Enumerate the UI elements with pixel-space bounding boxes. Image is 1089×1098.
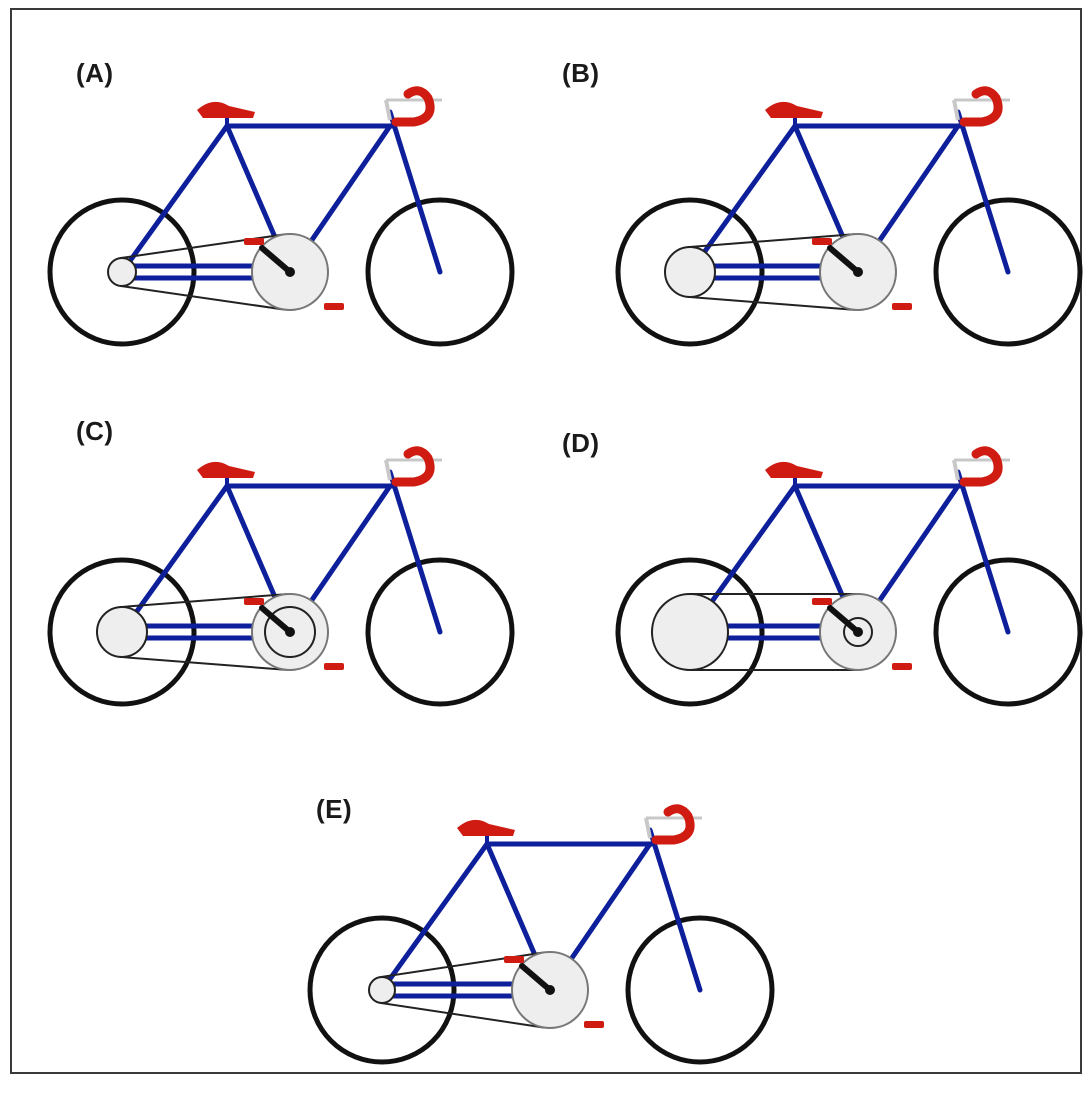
frame-fork bbox=[387, 109, 443, 275]
crank-hub bbox=[853, 627, 863, 637]
inner-chainring bbox=[264, 606, 316, 658]
bicycle-c-drawing bbox=[47, 446, 515, 707]
frame-fork bbox=[387, 469, 443, 635]
pedal-lower bbox=[324, 303, 344, 310]
handlebar-stem bbox=[384, 99, 392, 121]
chain-lower bbox=[687, 233, 856, 249]
crank-hub bbox=[545, 985, 555, 995]
front-wheel bbox=[365, 557, 515, 707]
handlebar-drop bbox=[651, 804, 695, 845]
handlebar-drop bbox=[959, 446, 1003, 487]
rear-wheel bbox=[47, 197, 197, 347]
bicycle-panel-a: (A) bbox=[42, 50, 522, 380]
chain-upper bbox=[119, 284, 285, 311]
chain-upper bbox=[379, 1001, 545, 1029]
panel-label-d: (D) bbox=[562, 428, 600, 458]
crank-hub bbox=[285, 627, 295, 637]
pedal-lower bbox=[892, 663, 912, 670]
pedal-lower bbox=[584, 1021, 604, 1028]
saddle bbox=[197, 461, 255, 478]
rear-wheel bbox=[307, 915, 457, 1065]
frame-seat-stay bbox=[119, 123, 230, 275]
rear-sprocket bbox=[96, 606, 148, 658]
bicycle-panel-d: (D) bbox=[562, 410, 1089, 740]
pedal-upper bbox=[504, 956, 524, 963]
rear-sprocket bbox=[651, 593, 729, 671]
panel-label-a: (A) bbox=[76, 58, 114, 88]
handlebar-stem bbox=[644, 817, 652, 839]
front-wheel bbox=[933, 557, 1083, 707]
pedal-upper bbox=[812, 238, 832, 245]
chain-upper bbox=[687, 295, 856, 311]
panel-label-b: (B) bbox=[562, 58, 600, 88]
chain-lower bbox=[119, 593, 288, 609]
figure-frame: (A) (B) (C) (D) (E) bbox=[10, 8, 1083, 1074]
frame-seat-stay bbox=[687, 123, 798, 275]
panel-label-e: (E) bbox=[316, 794, 353, 824]
handlebar-drop bbox=[391, 86, 435, 127]
bicycle-e-drawing bbox=[307, 804, 775, 1065]
handlebar-stem bbox=[952, 99, 960, 121]
crank-arm bbox=[519, 963, 553, 993]
handlebar-stem bbox=[384, 459, 392, 481]
saddle bbox=[765, 101, 823, 118]
rear-sprocket bbox=[664, 246, 716, 298]
bicycle-panel-b: (B) bbox=[562, 50, 1089, 380]
rear-sprocket bbox=[368, 976, 396, 1004]
rear-sprocket bbox=[107, 257, 137, 287]
bicycle-b-drawing bbox=[615, 86, 1083, 347]
rear-wheel bbox=[47, 557, 197, 707]
bicycle-d-drawing bbox=[615, 446, 1083, 707]
frame-fork bbox=[955, 109, 1011, 275]
crank-arm bbox=[259, 245, 293, 275]
crank-hub bbox=[285, 267, 295, 277]
crank-arm bbox=[827, 245, 861, 275]
bicycle-a-drawing bbox=[47, 86, 515, 347]
pedal-lower bbox=[892, 303, 912, 310]
rear-wheel bbox=[615, 557, 765, 707]
crank-arm bbox=[827, 605, 861, 635]
frame-fork bbox=[647, 827, 703, 993]
handlebar-drop bbox=[391, 446, 435, 487]
front-wheel bbox=[625, 915, 775, 1065]
front-wheel bbox=[933, 197, 1083, 347]
pedal-upper bbox=[244, 598, 264, 605]
frame-seat-stay bbox=[379, 841, 490, 993]
handlebar-drop bbox=[959, 86, 1003, 127]
crank-arm bbox=[259, 605, 293, 635]
handlebar-stem bbox=[952, 459, 960, 481]
crank-hub bbox=[853, 267, 863, 277]
frame-fork bbox=[955, 469, 1011, 635]
saddle bbox=[765, 461, 823, 478]
bicycle-panel-c: (C) bbox=[42, 410, 522, 740]
front-wheel bbox=[365, 197, 515, 347]
pedal-lower bbox=[324, 663, 344, 670]
rear-wheel bbox=[615, 197, 765, 347]
pedal-upper bbox=[244, 238, 264, 245]
saddle bbox=[457, 819, 515, 836]
chain-upper bbox=[119, 655, 288, 671]
inner-chainring bbox=[843, 617, 873, 647]
frame-seat-stay bbox=[119, 483, 230, 635]
bicycle-panel-e: (E) bbox=[302, 768, 782, 1098]
pedal-upper bbox=[812, 598, 832, 605]
panel-label-c: (C) bbox=[76, 416, 114, 446]
saddle bbox=[197, 101, 255, 118]
